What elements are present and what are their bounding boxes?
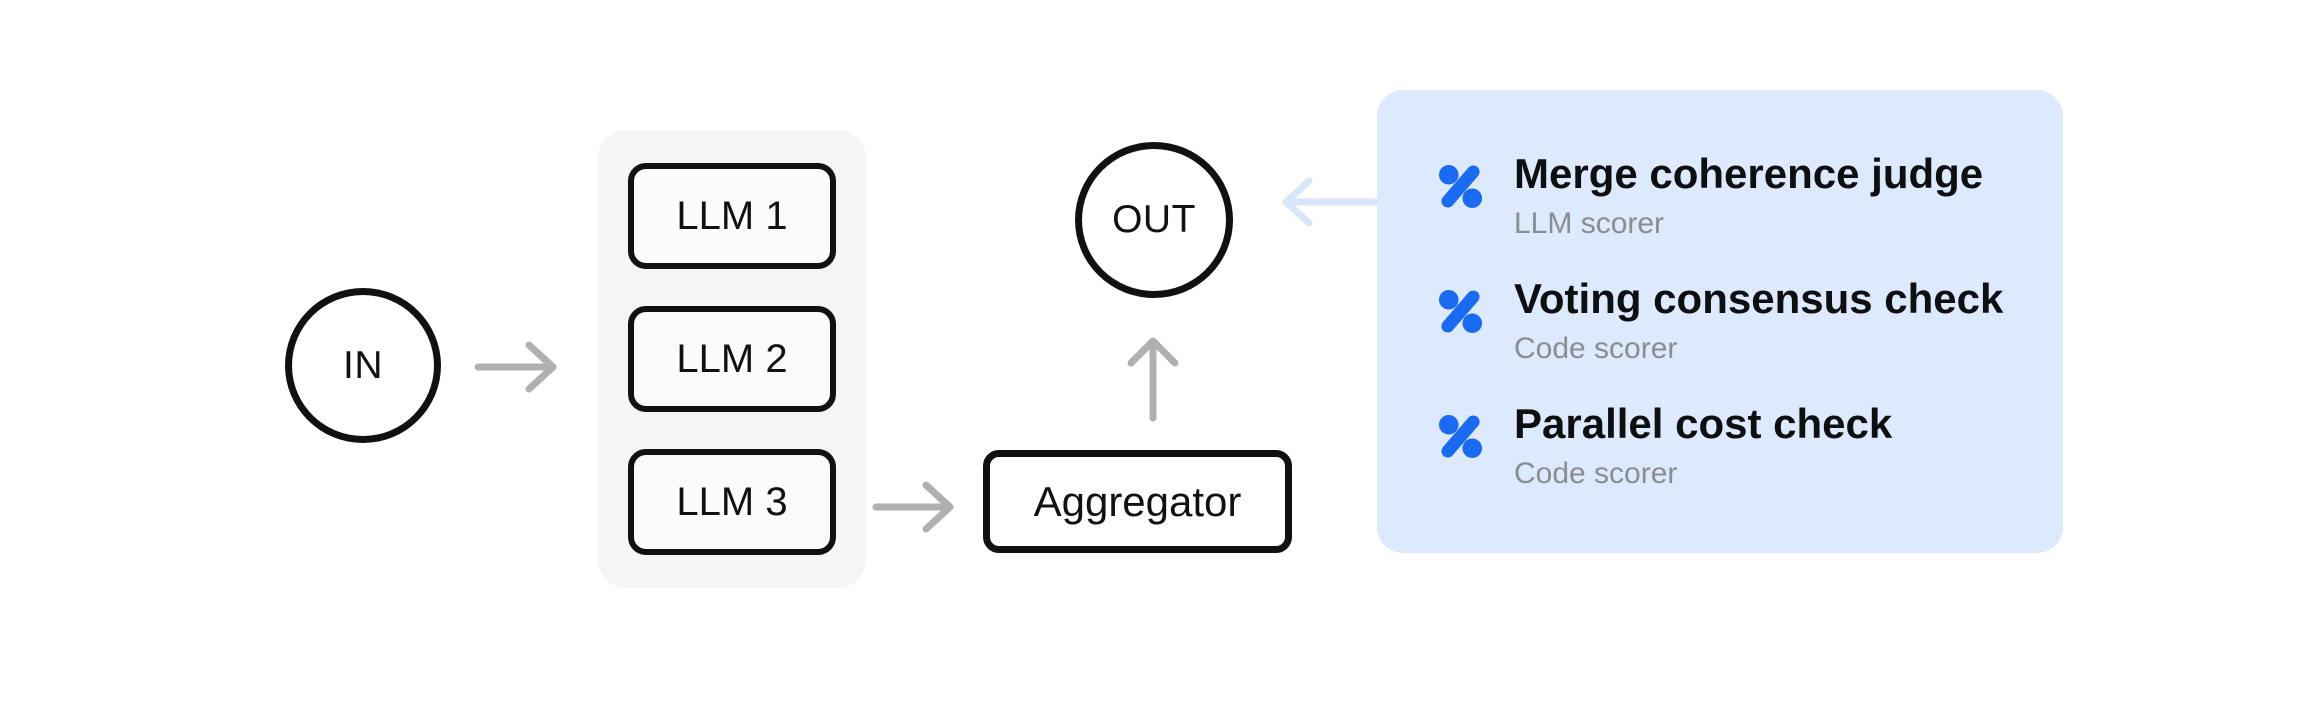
aggregator-node-label: Aggregator (1033, 477, 1242, 525)
scorer-subtitle: Code scorer (1514, 457, 1678, 490)
llm-node-1-label: LLM 1 (676, 193, 788, 238)
input-node-label: IN (343, 343, 383, 387)
scorer-subtitle: LLM scorer (1514, 207, 1665, 240)
llm-node-2: LLM 2 (628, 306, 836, 412)
aggregator-node: Aggregator (983, 450, 1292, 553)
scorer-item-voting-consensus-check: Voting consensus check Code scorer (1437, 275, 2017, 367)
scorers-panel: Merge coherence judge LLM scorer Voting … (1377, 90, 2063, 553)
arrow-aggregator-to-out (1127, 337, 1179, 422)
llm-node-3: LLM 3 (628, 449, 836, 555)
percent-icon (1438, 164, 1483, 209)
llm-node-2-label: LLM 2 (676, 336, 788, 381)
percent-icon (1438, 289, 1483, 334)
arrow-panel-to-out (1282, 177, 1381, 227)
input-node: IN (285, 288, 441, 443)
arrow-llm3-to-aggregator (872, 481, 954, 533)
llm-node-1: LLM 1 (628, 163, 836, 269)
output-node-label: OUT (1112, 198, 1196, 241)
scorer-title: Merge coherence judge (1514, 150, 1984, 197)
scorer-title: Voting consensus check (1514, 275, 2004, 322)
scorer-item-merge-coherence-judge: Merge coherence judge LLM scorer (1437, 150, 2017, 242)
arrow-in-to-llm-group (474, 341, 557, 393)
llm-node-3-label: LLM 3 (676, 479, 788, 524)
llm-group-container: LLM 1 LLM 2 LLM 3 (598, 130, 866, 588)
scorer-item-parallel-cost-check: Parallel cost check Code scorer (1437, 400, 2017, 492)
scorer-subtitle: Code scorer (1514, 332, 1678, 365)
output-node: OUT (1075, 142, 1233, 298)
scorer-title: Parallel cost check (1514, 400, 1893, 447)
percent-icon (1438, 414, 1483, 459)
